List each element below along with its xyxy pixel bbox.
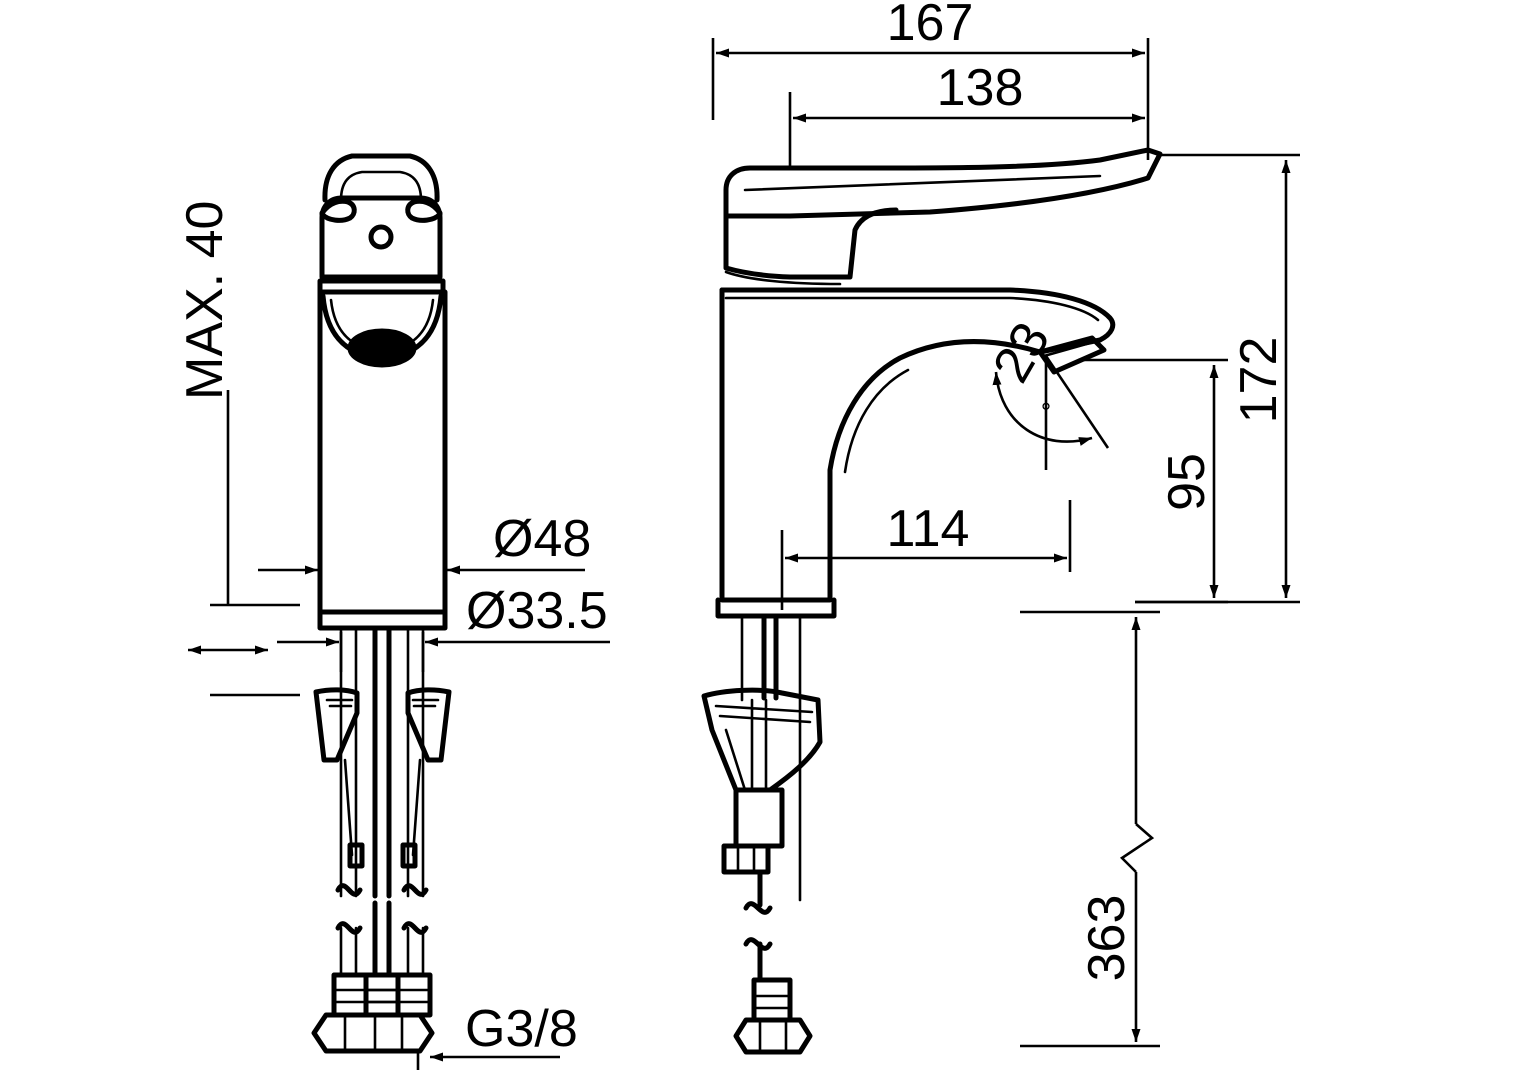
lever-handle-top-outline xyxy=(322,153,440,203)
lever-handle-underside xyxy=(723,207,899,280)
front-view-geometry xyxy=(311,153,452,1054)
max40-dim-text: MAX. 40 xyxy=(176,201,234,400)
body-side-profile xyxy=(719,287,1043,603)
front-view-dimensions: MAX. 40 Ø48 Ø33.5 G3/8 xyxy=(176,201,610,1070)
lever-handle-inner-outline xyxy=(339,170,423,202)
index-screw-hole xyxy=(368,224,394,250)
g38-dim-text: G3/8 xyxy=(465,1000,578,1058)
side-hose-ferrule-bands xyxy=(752,994,792,1010)
side-hex-nut-connector xyxy=(733,1017,813,1055)
body-top-surface-inner xyxy=(724,296,1100,322)
spout-tip-edge xyxy=(1042,341,1092,358)
d363-break-symbol xyxy=(1119,823,1155,873)
side-mounting-nut-facets xyxy=(736,844,756,874)
body-column-outline xyxy=(317,289,448,615)
d172-dim-text: 172 xyxy=(1230,337,1288,424)
side-view-geometry xyxy=(701,147,1163,1055)
side-mounting-bracket-ribs xyxy=(714,698,814,792)
d335-dim-text: Ø33.5 xyxy=(466,582,608,640)
hose-break-left-lower xyxy=(335,921,363,935)
mounting-wedge-left xyxy=(313,687,360,763)
d95-dim-text: 95 xyxy=(1158,453,1216,511)
cap-left-notch xyxy=(319,198,357,223)
cap-right-notch xyxy=(405,198,443,223)
mounting-wedge-right xyxy=(405,687,452,763)
angle-dim-text: 23 xyxy=(982,313,1061,392)
cartridge-cap-outline xyxy=(319,195,443,280)
handle-shadow-line xyxy=(724,270,842,286)
shank-lower xyxy=(372,900,392,978)
mounting-nut-left xyxy=(347,842,365,869)
side-hex-nut-facets xyxy=(758,1018,788,1054)
side-hose-ferrule xyxy=(751,977,793,1023)
aerator-outlet xyxy=(347,328,417,368)
mounting-wedge-right-ribs xyxy=(411,698,440,708)
side-mounting-nut xyxy=(721,843,771,875)
d48-dim-text: Ø48 xyxy=(493,510,591,568)
angle-arc xyxy=(992,371,1093,446)
d167-dim-text: 167 xyxy=(887,0,974,52)
hose-break-left-upper xyxy=(335,883,363,897)
mounting-wedge-left-ribs xyxy=(325,698,354,708)
mounting-rod-taper xyxy=(343,758,422,857)
hose-left-lower xyxy=(339,926,358,977)
handle-collar xyxy=(317,278,446,295)
mounting-nut-right xyxy=(400,842,418,869)
body-side-profile-inner xyxy=(843,368,910,474)
hex-nut-connector xyxy=(311,1012,435,1054)
angle-second-leg xyxy=(1044,355,1110,449)
hose-right-lower xyxy=(406,926,425,977)
hose-break-right-upper xyxy=(401,883,429,897)
d138-dim-text: 138 xyxy=(937,59,1024,117)
d363-dim-text: 363 xyxy=(1078,895,1136,982)
hex-nut-facets xyxy=(343,1013,404,1053)
spout-tip-outlet xyxy=(1037,335,1107,375)
lever-handle-side-outline xyxy=(723,147,1163,219)
base-plate xyxy=(317,609,448,631)
body-top-surface xyxy=(719,287,1116,355)
d114-dim-text: 114 xyxy=(887,500,970,558)
side-mounting-sleeve xyxy=(733,787,785,849)
hose-ferrule-right-bands xyxy=(364,988,432,1004)
angle-degree-symbol: ° xyxy=(1035,397,1066,421)
side-hose-break-upper xyxy=(743,901,773,915)
lever-handle-top-edge-line xyxy=(743,174,1102,192)
